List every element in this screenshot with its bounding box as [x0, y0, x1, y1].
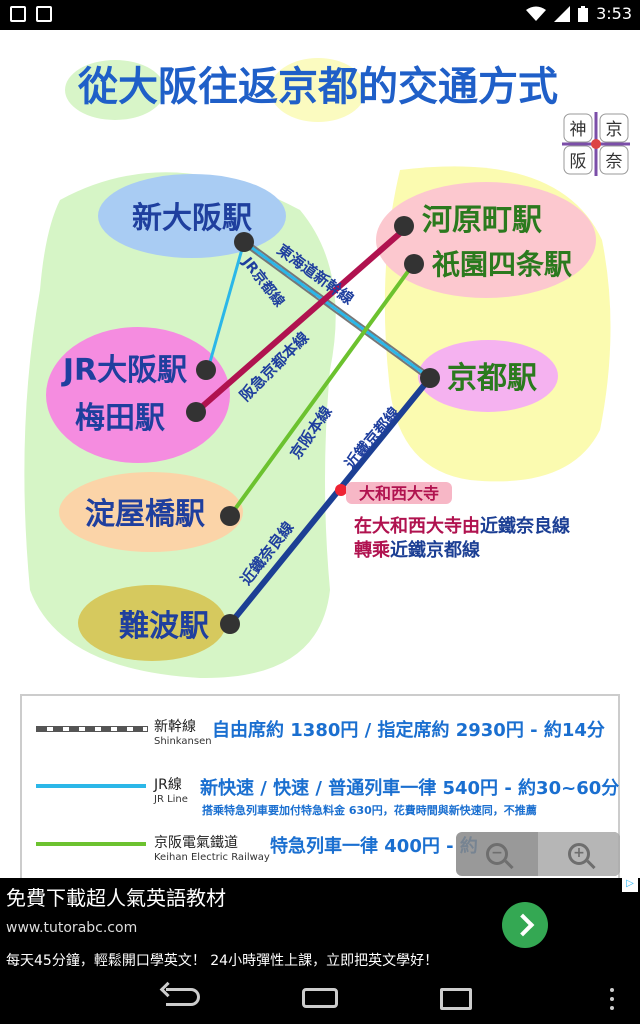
- back-button[interactable]: [166, 988, 200, 1006]
- image-icon: [36, 6, 52, 22]
- ad-title[interactable]: 免費下載超人氣英語教材: [6, 886, 226, 910]
- overflow-menu-icon[interactable]: [610, 988, 614, 1010]
- transfer-note-line2: 轉乘近鐵京都線: [354, 539, 480, 561]
- zoom-out-icon: −: [486, 843, 508, 865]
- ad-description: 每天45分鐘，輕鬆開口學英文！ 24小時彈性上課，立即把英文學好！: [6, 953, 439, 969]
- status-time: 3:53: [596, 4, 632, 23]
- kintetsu-line: [227, 376, 433, 626]
- yodoyabashi-bubble: [59, 472, 243, 552]
- zoom-in-icon: +: [568, 843, 590, 865]
- kyoto-bubble: [418, 340, 558, 412]
- ad-choices-icon[interactable]: ▷: [622, 878, 638, 892]
- station-gion-shijo: 祇園四条駅: [432, 248, 572, 281]
- decor-blob: [65, 60, 165, 120]
- zoom-in-button[interactable]: +: [538, 832, 620, 876]
- jr-line: [208, 240, 431, 380]
- svg-text:京: 京: [606, 120, 623, 140]
- yamato-saidaiji-badge: [346, 482, 452, 504]
- status-bar: 3:53: [0, 0, 640, 30]
- shinkansen-swatch: [36, 726, 148, 732]
- image-viewer[interactable]: 從大阪往返京都的交通方式 神 京 阪 奈: [0, 30, 640, 878]
- map-title: 從大阪往返京都的交通方式: [77, 64, 558, 110]
- kawaramachi-gion-bubble: [376, 182, 596, 298]
- shin-osaka-dot: [234, 232, 254, 252]
- kyoto-dot: [420, 368, 440, 388]
- notification-icon: [10, 6, 26, 22]
- recent-apps-button[interactable]: [440, 988, 472, 1010]
- svg-text:神: 神: [570, 120, 587, 140]
- keihan-line: [228, 264, 414, 518]
- umeda-dot: [186, 402, 206, 422]
- station-namba: 難波駅: [119, 609, 209, 644]
- yamato-saidaiji-dot: [335, 484, 347, 496]
- jr-osaka-dot: [196, 360, 216, 380]
- station-jr-osaka: JR大阪駅: [61, 353, 187, 388]
- legend-row-shinkansen: 新幹線 Shinkansen 自由席約 1380円 / 指定席約 2930円 -…: [22, 714, 622, 764]
- svg-text:阪: 阪: [570, 152, 587, 172]
- ad-banner[interactable]: 免費下載超人氣英語教材 www.tutorabc.com 每天45分鐘，輕鬆開口…: [0, 878, 640, 974]
- station-kyoto: 京都駅: [447, 361, 537, 396]
- namba-bubble: [78, 585, 226, 661]
- decor-blob: [270, 58, 366, 122]
- transfer-note-line1: 在大和西大寺由近鐵奈良線: [354, 515, 570, 537]
- battery-icon: [578, 5, 589, 22]
- home-button[interactable]: [302, 988, 338, 1008]
- osaka-umeda-bubble: [46, 327, 230, 463]
- station-shin-osaka: 新大阪駅: [132, 201, 252, 236]
- hankyu-line: [194, 225, 408, 415]
- signal-icon: [554, 5, 571, 22]
- legend-row-jr: JR線 JR Line 新快速 / 快速 / 普通列車一律 540円 - 約30…: [22, 772, 622, 822]
- yodoyabashi-dot: [220, 506, 240, 526]
- station-umeda: 梅田駅: [75, 401, 165, 436]
- jr-swatch: [36, 784, 146, 788]
- logo: 神 京 阪 奈: [562, 112, 630, 176]
- navigation-bar: [0, 974, 640, 1024]
- svg-text:奈: 奈: [606, 152, 623, 172]
- zoom-out-button[interactable]: −: [456, 832, 539, 876]
- legend-row-keihan: 京阪電氣鐵道 Keihan Electric Railway 特急列車一律 40…: [22, 830, 622, 878]
- ad-open-button[interactable]: [502, 902, 548, 948]
- zoom-controls: − +: [456, 832, 620, 876]
- wifi-icon: [526, 6, 547, 21]
- keihan-swatch: [36, 842, 146, 846]
- kawaramachi-dot: [394, 216, 414, 236]
- station-yodoyabashi: 淀屋橋駅: [85, 497, 205, 532]
- namba-dot: [220, 614, 240, 634]
- gion-shijo-dot: [404, 254, 424, 274]
- station-yamato-saidaiji: 大和西大寺: [359, 484, 439, 503]
- station-kawaramachi: 河原町駅: [422, 203, 542, 238]
- ad-url[interactable]: www.tutorabc.com: [6, 920, 138, 936]
